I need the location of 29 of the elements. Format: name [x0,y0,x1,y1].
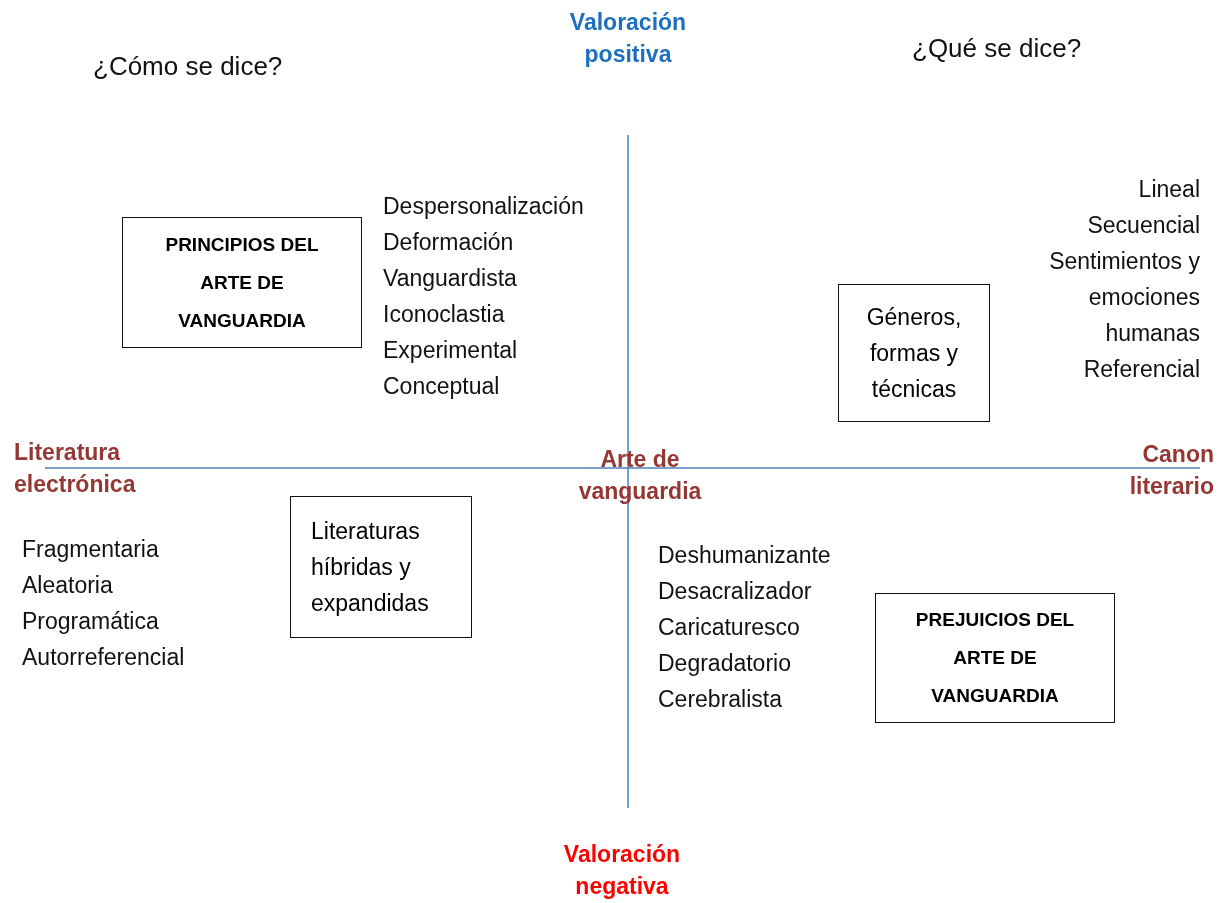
list-item: Despersonalización [383,192,585,221]
list-item: Desacralizador [658,577,813,606]
axis-label: Literatura electrónica [14,438,137,499]
list-item: Caricaturesco [658,613,801,642]
list-item: Degradatorio [658,649,792,678]
list-item: Programática [22,607,160,636]
heading-text: ¿Cómo se dice? [93,50,284,83]
list-item: Deshumanizante [658,541,832,570]
list-item: Experimental [383,336,519,365]
axis-label: Valoración positiva [568,8,688,69]
list-item: Lineal [1137,175,1200,204]
axis-label: Valoración negativa [562,840,682,901]
list-item: Referencial [1082,355,1200,384]
concept-box: PRINCIPIOS DEL ARTE DE VANGUARDIA [122,217,362,348]
list-item: Autorreferencial [22,643,186,672]
heading-text: ¿Qué se dice? [912,32,1083,65]
list-item: Secuencial [1086,211,1200,240]
axis-label: Canon literario [1128,440,1214,501]
list-item: Conceptual [383,372,501,401]
list-item: Deformación [383,228,515,257]
concept-box: Literaturas híbridas y expandidas [290,496,472,638]
list-item: Vanguardista [383,264,518,293]
concept-box: Géneros, formas y técnicas [838,284,990,422]
list-item: Iconoclastia [383,300,506,329]
list-item: Fragmentaria [22,535,160,564]
list-item: Cerebralista [658,685,783,714]
list-item: Sentimientos y emociones humanas [1048,247,1200,348]
concept-box: PREJUICIOS DEL ARTE DE VANGUARDIA [875,593,1115,723]
list-item: Aleatoria [22,571,114,600]
